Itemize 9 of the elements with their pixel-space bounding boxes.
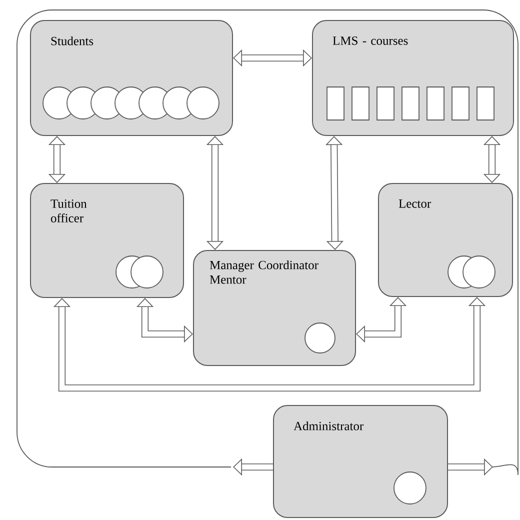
rounded-box: Manager Coordinator Mentor	[193, 250, 356, 366]
double-arrow	[48, 136, 66, 183]
rounded-box: Tuition officer	[30, 183, 184, 298]
rounded-box: Administrator	[273, 405, 448, 518]
double-arrow	[326, 136, 344, 250]
rounded-box: Lector	[378, 183, 513, 297]
double-arrow	[233, 49, 312, 67]
double-arrow	[206, 136, 224, 250]
double-arrow	[483, 136, 501, 183]
